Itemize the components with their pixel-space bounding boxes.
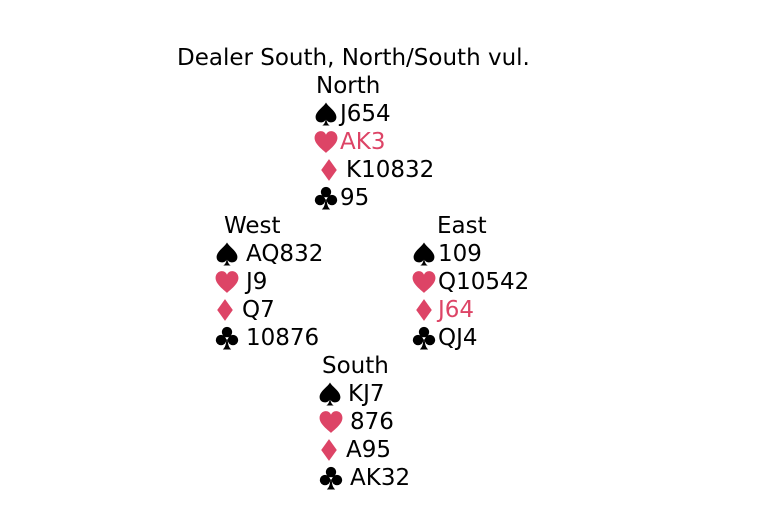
spade-icon [208, 241, 246, 267]
south-diamonds: A95 [346, 437, 392, 463]
north-spades-row: J654 [312, 100, 391, 128]
club-icon [312, 465, 350, 491]
east-hearts: Q10542 [438, 269, 530, 295]
east-diamonds-row: J64 [410, 296, 474, 324]
west-spades: AQ832 [246, 241, 324, 267]
south-hearts: 876 [350, 409, 394, 435]
north-hearts-row: AK3 [312, 128, 385, 156]
diamond-icon [312, 437, 346, 463]
club-icon [410, 325, 438, 351]
heart-icon [208, 269, 246, 295]
spade-icon [312, 381, 348, 407]
east-diamonds: J64 [438, 297, 475, 323]
diamond-icon [208, 297, 242, 323]
east-label: East [437, 213, 487, 239]
north-clubs-row: 95 [312, 184, 369, 212]
heart-icon [312, 409, 350, 435]
west-clubs-row: 10876 [208, 324, 319, 352]
club-icon [208, 325, 246, 351]
west-diamonds-row: Q7 [208, 296, 275, 324]
west-diamonds: Q7 [242, 297, 275, 323]
east-hearts-row: Q10542 [410, 268, 529, 296]
south-spades-row: KJ7 [312, 380, 385, 408]
east-spades: 109 [438, 241, 482, 267]
west-spades-row: AQ832 [208, 240, 323, 268]
east-clubs: QJ4 [438, 325, 478, 351]
north-clubs: 95 [340, 185, 370, 211]
spade-icon [312, 101, 340, 127]
diamond-icon [410, 297, 438, 323]
north-diamonds-row: K10832 [312, 156, 434, 184]
north-spades: J654 [340, 101, 391, 127]
west-hearts-row: J9 [208, 268, 267, 296]
west-clubs: 10876 [246, 325, 320, 351]
west-hearts: J9 [246, 269, 268, 295]
spade-icon [410, 241, 438, 267]
north-label: North [316, 73, 381, 99]
south-diamonds-row: A95 [312, 436, 391, 464]
north-hearts: AK3 [340, 129, 386, 155]
south-label: South [322, 353, 389, 379]
south-clubs: AK32 [350, 465, 411, 491]
north-diamonds: K10832 [346, 157, 435, 183]
south-hearts-row: 876 [312, 408, 394, 436]
diamond-icon [312, 157, 346, 183]
west-label: West [224, 213, 281, 239]
east-clubs-row: QJ4 [410, 324, 478, 352]
south-spades: KJ7 [348, 381, 385, 407]
heart-icon [410, 269, 438, 295]
heart-icon [312, 129, 340, 155]
east-spades-row: 109 [410, 240, 482, 268]
dealer-info: Dealer South, North/South vul. [177, 45, 530, 71]
club-icon [312, 185, 340, 211]
south-clubs-row: AK32 [312, 464, 410, 492]
